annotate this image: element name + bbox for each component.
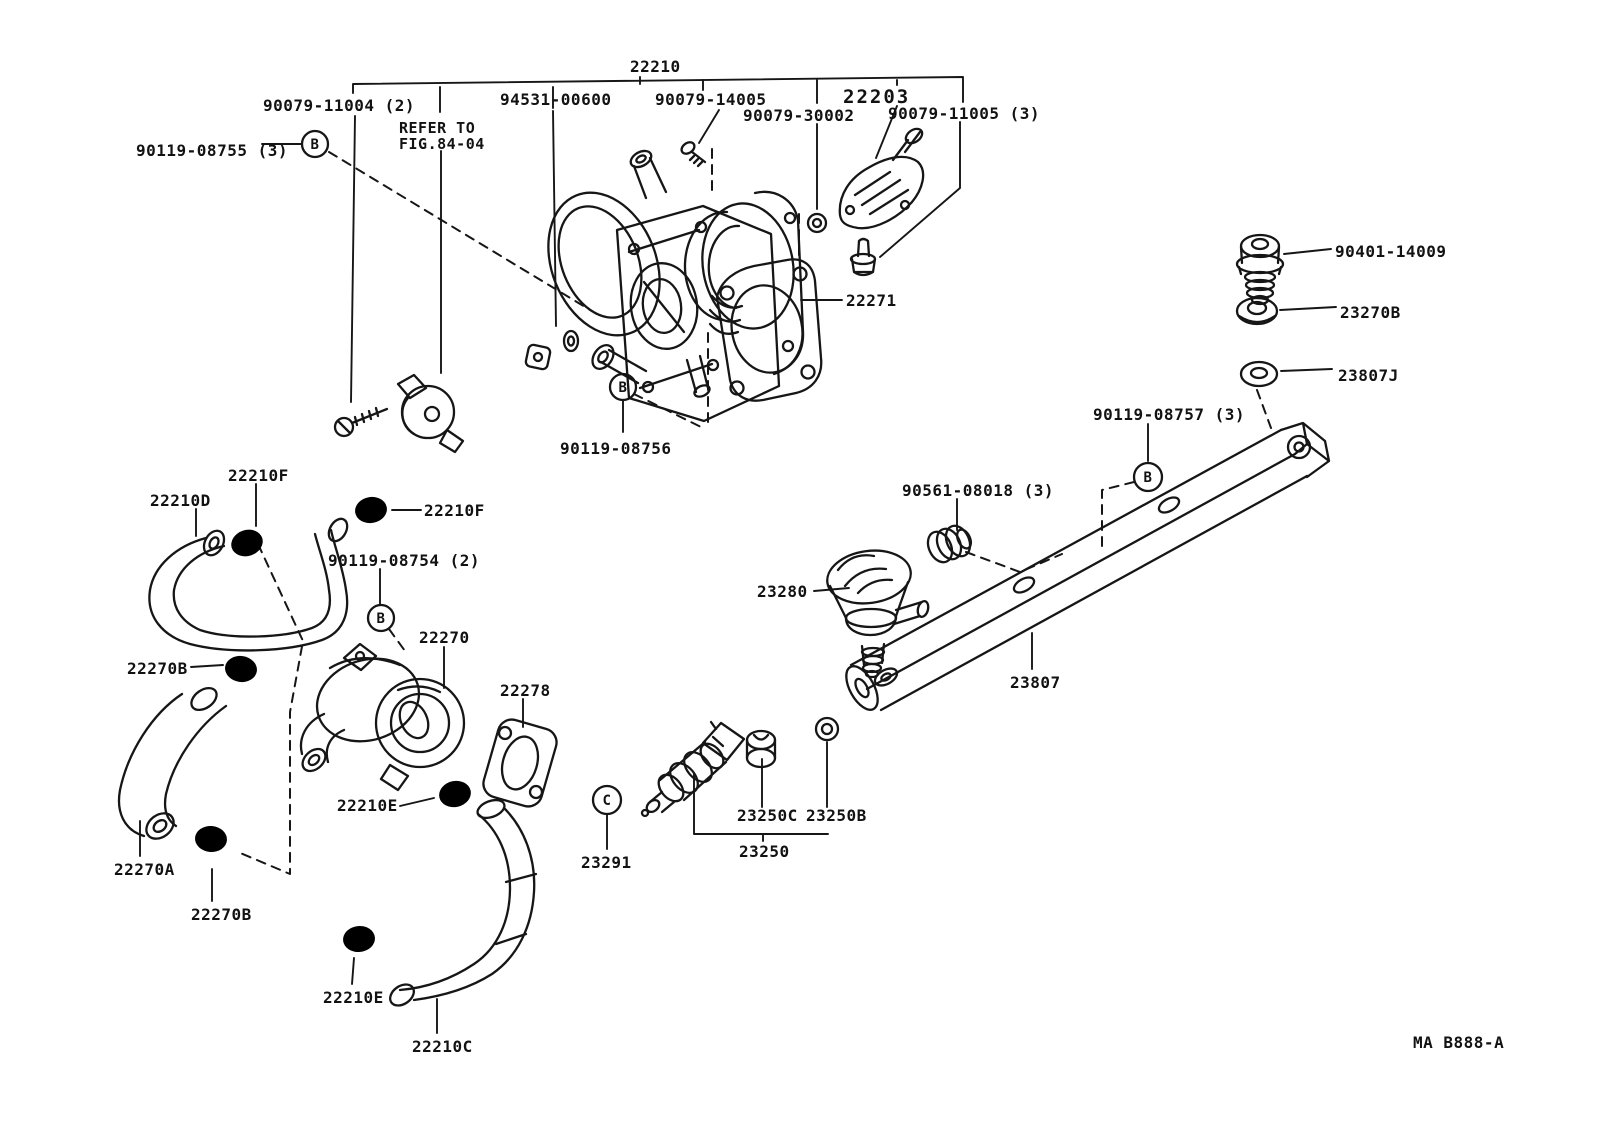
tps-sensor	[396, 373, 465, 454]
part-label-22210c: 22210C	[412, 1037, 473, 1056]
screw-icon	[333, 416, 355, 438]
part-label-22270: 22270	[419, 628, 470, 647]
hose-clamps	[192, 477, 474, 954]
part-label-94531-00600: 94531-00600	[500, 90, 611, 109]
refer-note-line1: REFER TO	[399, 119, 475, 137]
part-label-90401-14009: 90401-14009	[1335, 242, 1446, 261]
hose-22210c	[389, 798, 538, 1007]
washer-23807j	[1239, 360, 1279, 388]
part-label-22270b-upper: 22270B	[127, 659, 188, 678]
part-label-23291: 23291	[581, 853, 632, 872]
clamp-22210e-upper-icon	[431, 761, 474, 811]
part-label-22210f-right: 22210F	[424, 501, 485, 520]
bolt-marker-b3	[366, 603, 396, 633]
pressure-regulator-23280	[826, 549, 930, 679]
part-label-23250b: 23250B	[806, 806, 867, 825]
bolt-marker-letter: B	[1144, 470, 1153, 486]
o-ring-23250b	[814, 716, 840, 742]
isc-valve-22270	[299, 642, 466, 792]
part-label-22203: 22203	[843, 86, 910, 108]
bolt-marker-b1	[300, 129, 330, 159]
clamp-22210f-left-icon	[220, 509, 267, 561]
gasket-22271	[715, 258, 823, 402]
bolt-marker-letter: B	[311, 137, 320, 153]
bolt-marker-b2	[608, 372, 638, 402]
leader-lines	[139, 143, 1337, 1034]
washer-icon	[562, 329, 580, 353]
bolt-marker-letter: B	[619, 380, 628, 396]
part-label-90119-08755: 90119-08755 (3)	[136, 141, 288, 160]
part-label-22210: 22210	[630, 57, 681, 76]
part-label-90079-11004: 90079-11004 (2)	[263, 96, 415, 115]
part-label-22210f-left: 22210F	[228, 466, 289, 485]
circled-letter-markers: B B B B C	[300, 129, 1164, 816]
clamp-22270b-upper-icon	[221, 636, 262, 685]
sensor-22203	[838, 127, 925, 230]
fuel-rail	[845, 421, 1331, 712]
fasteners-top	[333, 141, 877, 438]
part-label-22270b-lower: 22270B	[191, 905, 252, 924]
part-label-23250: 23250	[739, 842, 790, 861]
part-label-22278: 22278	[500, 681, 551, 700]
part-label-22210e-upper: 22210E	[337, 796, 398, 815]
part-label-23807: 23807	[1010, 673, 1061, 692]
part-label-22210d: 22210D	[150, 491, 211, 510]
part-label-23250c: 23250C	[737, 806, 798, 825]
clamp-22210f-right-icon	[348, 477, 390, 526]
gasket-22278	[482, 718, 558, 808]
clip-marker-c1	[591, 784, 623, 816]
hose-22270a	[117, 686, 228, 840]
nut-icon	[806, 212, 828, 234]
part-label-90119-08754: 90119-08754 (2)	[328, 551, 480, 570]
part-label-23270b: 23270B	[1340, 303, 1401, 322]
figure-code: MA B888-A	[1413, 1033, 1504, 1052]
grommet-23270b	[1235, 296, 1279, 326]
clip-marker-letter: C	[603, 793, 612, 809]
nut-icon	[524, 343, 552, 371]
part-label-23807j: 23807J	[1338, 366, 1399, 385]
part-label-90561-08018: 90561-08018 (3)	[902, 481, 1054, 500]
part-label-90079-30002: 90079-30002	[743, 106, 854, 125]
clamp-22270b-lower-icon	[192, 807, 230, 854]
part-label-90079-14005: 90079-14005	[655, 90, 766, 109]
injector-grommet-90561	[926, 524, 973, 564]
fuel-injector-23250	[640, 720, 746, 818]
clamp-22210e-lower-icon	[337, 907, 377, 954]
part-label-22270a: 22270A	[114, 860, 175, 879]
injector-insulator-23250c	[745, 729, 777, 769]
part-label-90119-08757: 90119-08757 (3)	[1093, 405, 1245, 424]
part-label-22271: 22271	[846, 291, 897, 310]
part-labels: 22210 90079-11004 (2) REFER TO FIG.84-04…	[114, 57, 1504, 1056]
callout-lines	[350, 76, 964, 403]
part-label-22210e-lower: 22210E	[323, 988, 384, 1007]
part-label-23280: 23280	[757, 582, 808, 601]
pulsation-damper	[1235, 233, 1285, 306]
refer-note-line2: FIG.84-04	[399, 135, 485, 153]
part-label-90079-11005: 90079-11005 (3)	[888, 104, 1040, 123]
bolt-marker-b4	[1132, 461, 1164, 493]
hose-22210d	[148, 517, 349, 652]
part-label-90119-08756: 90119-08756	[560, 439, 671, 458]
bolt-marker-letter: B	[377, 611, 386, 627]
